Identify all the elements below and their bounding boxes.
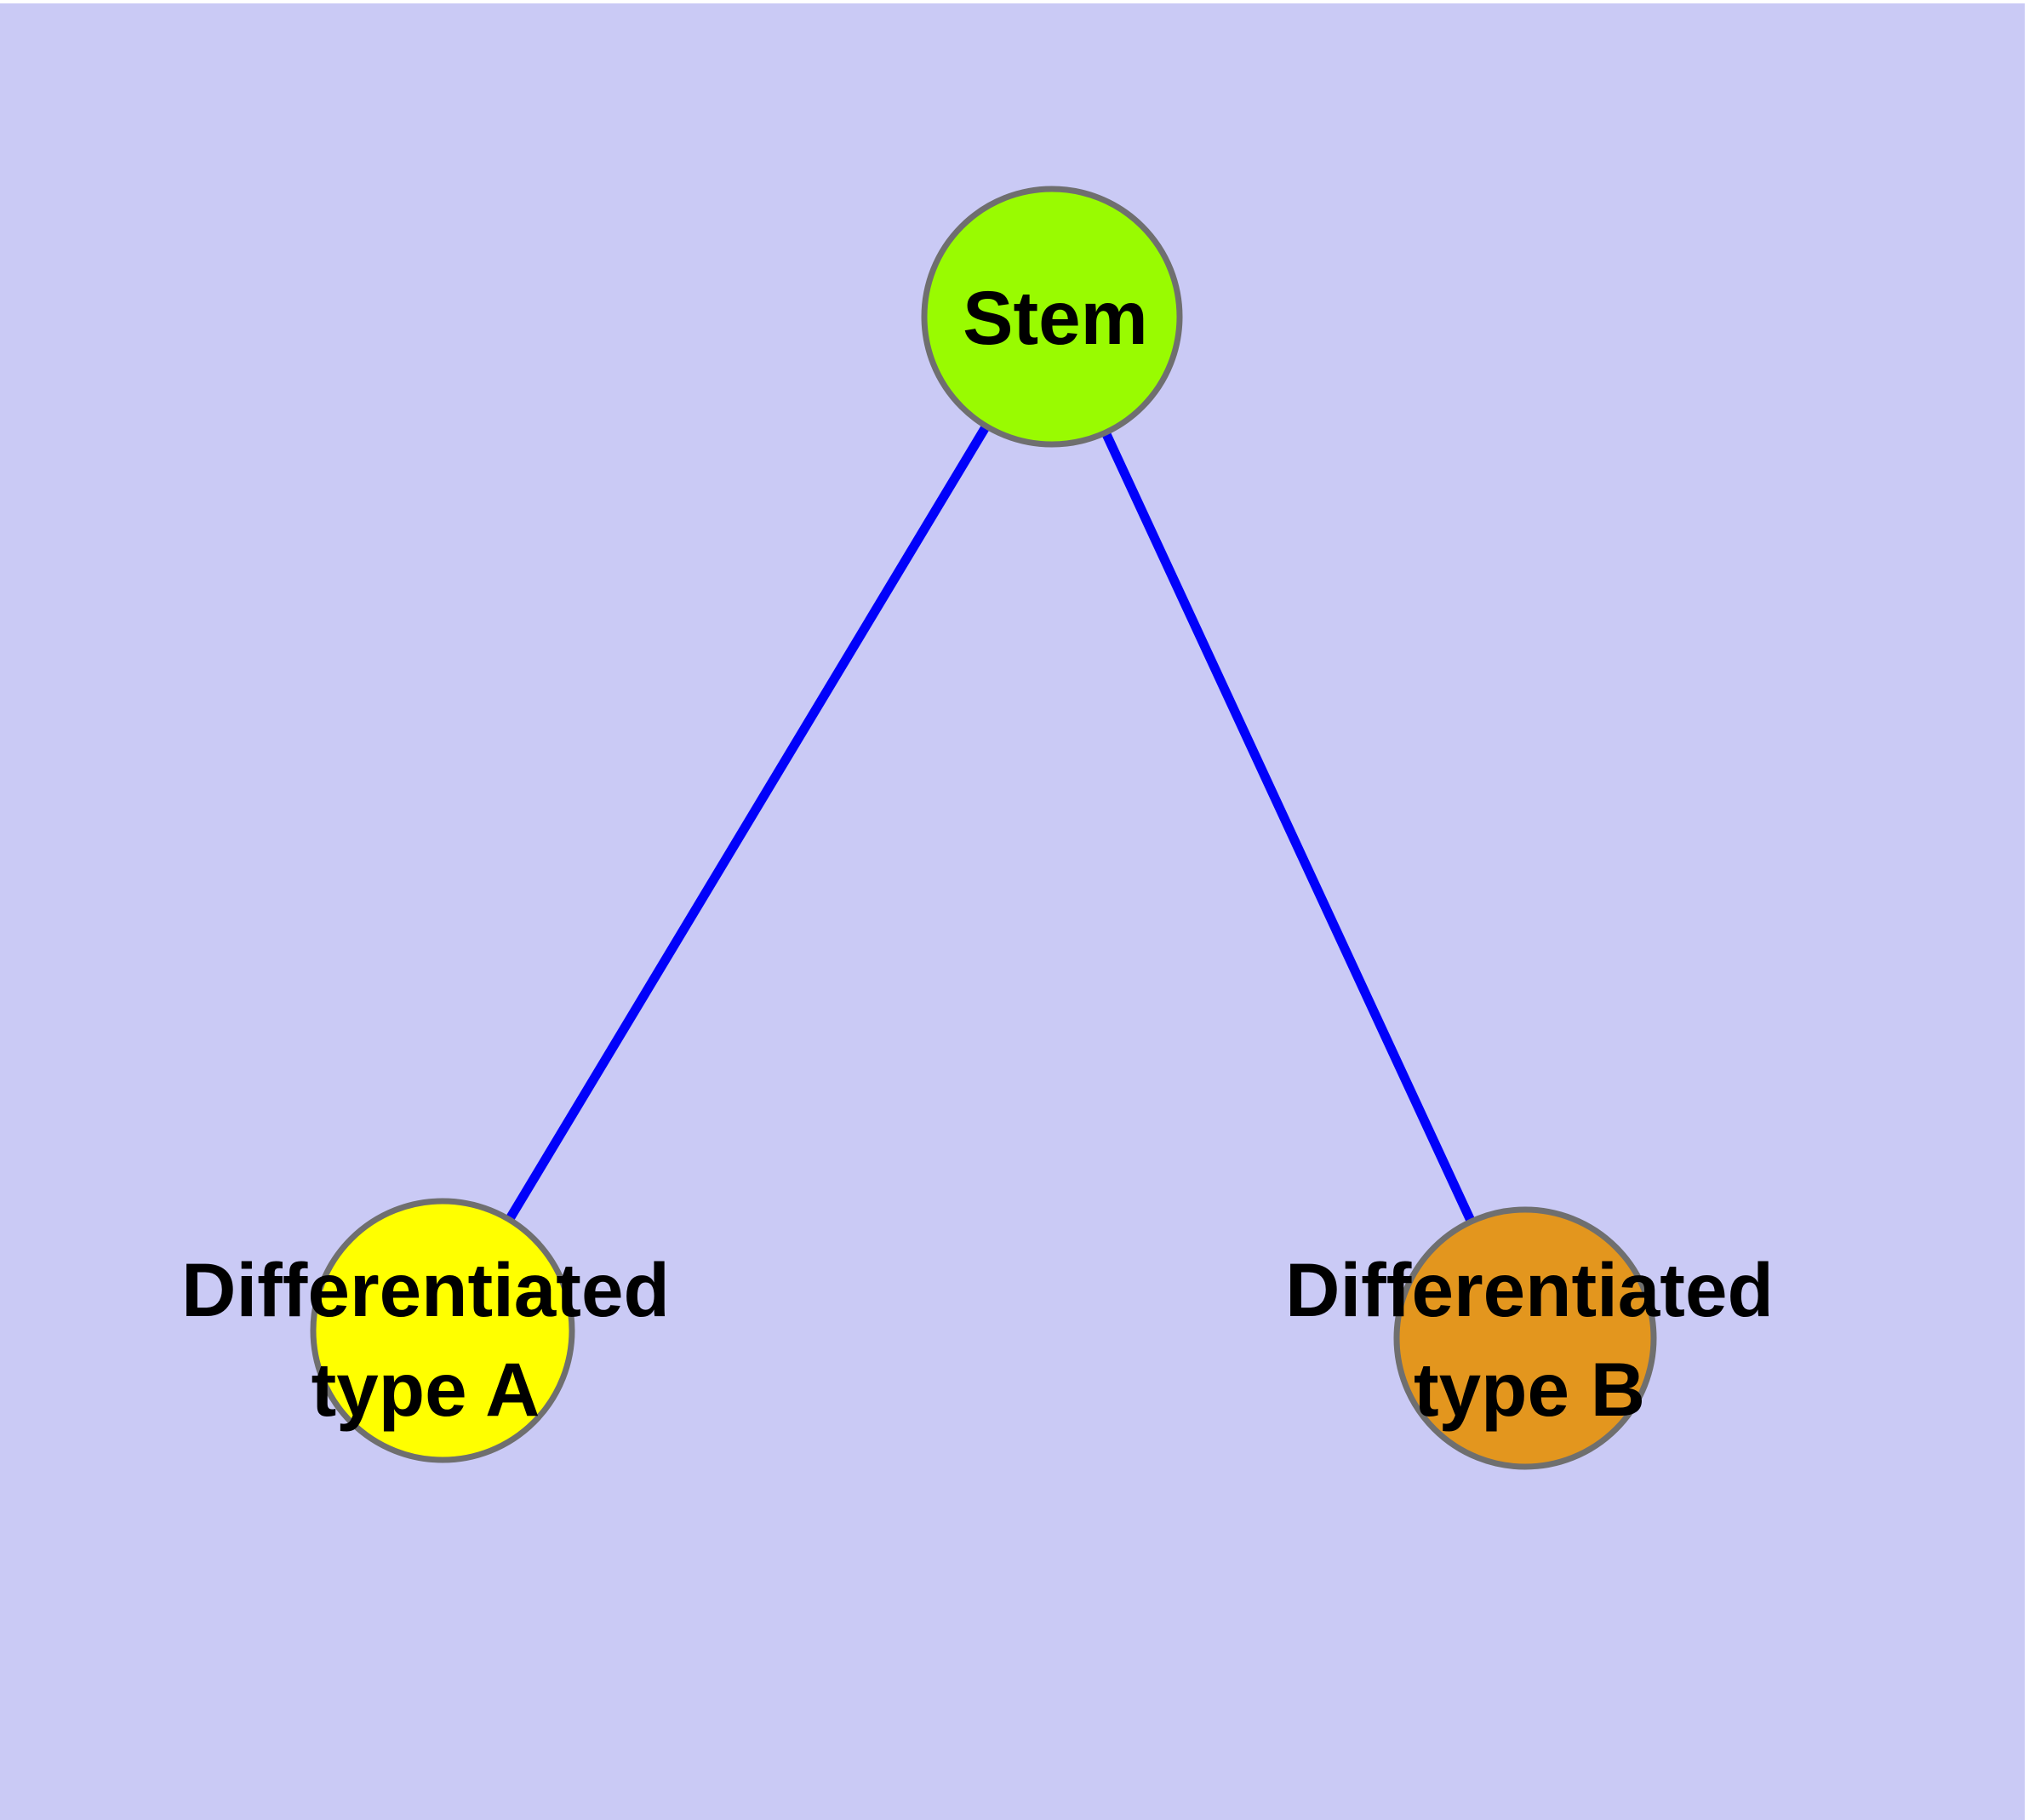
type-b-node-label-line2: type B bbox=[1414, 1347, 1645, 1432]
type-a-node-label-line1: Differentiated bbox=[181, 1247, 670, 1332]
type-b-node-circle bbox=[1393, 1206, 1657, 1470]
stem-node-label: Stem bbox=[963, 275, 1148, 360]
type-a-node-label-line2: type A bbox=[311, 1347, 540, 1432]
type-a-node-circle bbox=[310, 1198, 575, 1463]
edge-stem-to-type-a bbox=[438, 314, 1056, 1333]
stem-node-circle bbox=[921, 186, 1183, 448]
edge-stem-to-type-b bbox=[1048, 314, 1529, 1341]
node-stem: Stem bbox=[921, 186, 1183, 448]
node-differentiated-type-a: Differentiated type A bbox=[181, 1198, 670, 1463]
node-differentiated-type-b: Differentiated type B bbox=[1285, 1206, 1774, 1470]
type-b-node-label-line1: Differentiated bbox=[1285, 1247, 1774, 1332]
